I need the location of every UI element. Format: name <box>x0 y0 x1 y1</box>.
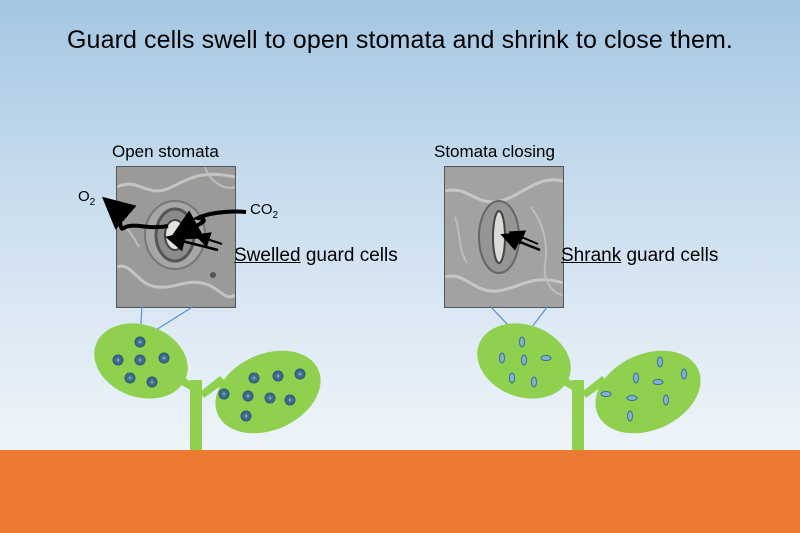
swelled-guard-cells-label: Swelled guard cells <box>234 245 398 266</box>
open-stomata-caption: Open stomata <box>112 142 219 161</box>
stomata-closing-caption: Stomata closing <box>434 142 555 161</box>
left-plant <box>94 323 321 450</box>
oxygen-label: O2 <box>78 188 96 208</box>
page-title: Guard cells swell to open stomata and sh… <box>67 26 733 54</box>
guard-cell-pointer-arrow <box>165 231 219 252</box>
co2-in-arrow <box>169 209 247 240</box>
right-plant <box>477 323 701 450</box>
guard-cell-pointer-arrow <box>508 230 539 246</box>
closed-stomata-marks <box>499 336 687 422</box>
soil-ground <box>0 450 800 533</box>
shrank-guard-cells-label: Shrank guard cells <box>561 245 719 266</box>
o2-out-arrow <box>101 196 169 231</box>
guard-cell-pointer-arrow <box>194 232 223 248</box>
leaf <box>595 350 701 434</box>
open-stomata-dots <box>112 336 306 422</box>
carbon-dioxide-label: CO2 <box>250 201 279 221</box>
